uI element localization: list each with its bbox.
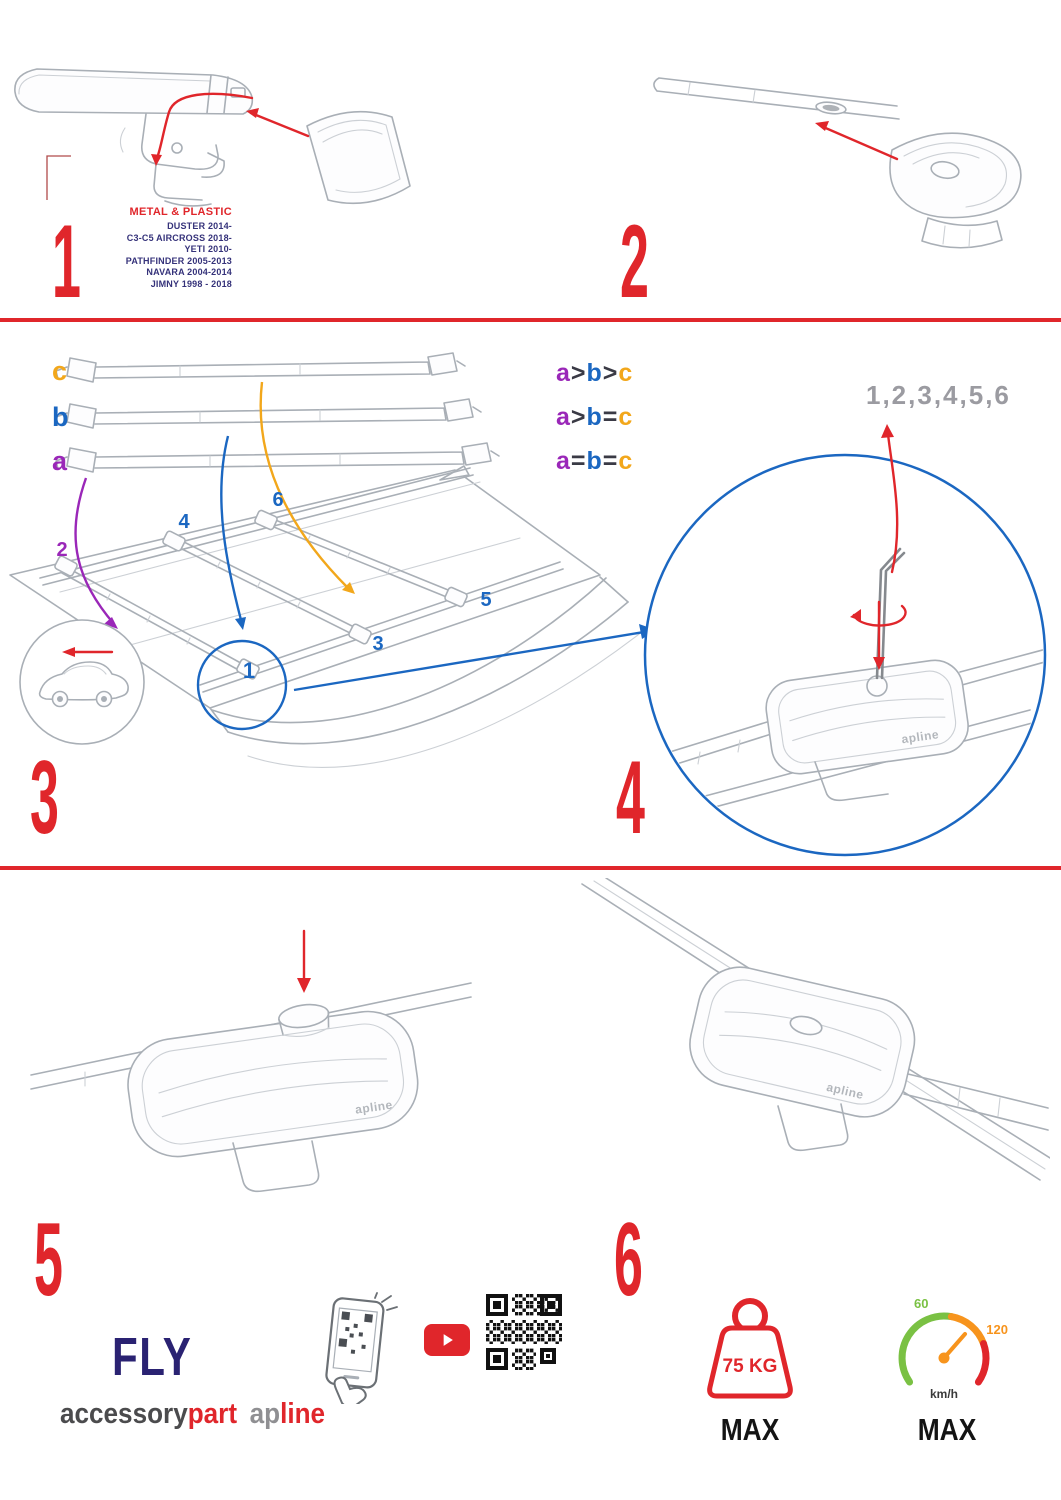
position-1-label: 1 [243, 658, 255, 683]
step1-red-arrows [151, 92, 310, 166]
vehicle-item: JIMNY 1998 - 2018 [150, 278, 232, 289]
cover-piece-sketch [306, 110, 411, 205]
position-2-label: 2 [56, 539, 67, 561]
model-name: FLY [112, 1327, 193, 1387]
clamp-sketch: apline [689, 966, 1049, 1152]
step2-red-arrow [815, 121, 899, 161]
bar-sketch [653, 77, 900, 120]
crossbar-stub [903, 1073, 1049, 1131]
bar-a-label: a [52, 446, 68, 476]
bar-c-label: c [52, 356, 68, 386]
bar-b-label: b [52, 402, 69, 432]
bar-c-sketch [55, 352, 466, 383]
weight-value: 75 KG [723, 1356, 778, 1377]
legend-letter-b: b [586, 359, 603, 387]
section-divider [0, 318, 1061, 322]
car-roof-sketch [9, 465, 653, 769]
bar-slot [822, 104, 840, 112]
step2-number: 2 [620, 204, 649, 320]
clamp-mechanism-sketch [119, 113, 225, 207]
legend-row-3: a=b=c [556, 446, 633, 476]
step3-number: 3 [30, 740, 59, 856]
car-direction-inset [19, 619, 145, 745]
legend-letter-a: a [556, 403, 571, 431]
vehicle-item: NAVARA 2004-2014 [146, 267, 232, 277]
step1-number: 1 [52, 204, 81, 320]
clamp-sketch: apline [127, 1003, 419, 1193]
position-6-label: 6 [272, 489, 283, 511]
step5-cap-figure: apline [25, 925, 475, 1220]
rail-in-detail [659, 647, 1043, 813]
weight-max-label: MAX [720, 1412, 780, 1447]
weight-limit-icon: 75 KG [694, 1290, 806, 1408]
legend-letter-c: c [618, 359, 634, 387]
youtube-icon [424, 1324, 470, 1356]
press-arrow [297, 929, 311, 993]
aero-bar-sketch [14, 68, 254, 115]
sequence-arrow [881, 424, 899, 574]
legend-operator: = [602, 403, 619, 431]
compatibility-list: METAL & PLASTIC DUSTER 2014- C3-C5 AIRCR… [80, 206, 232, 290]
legend-letter-c: c [618, 403, 634, 431]
position-5-label: 5 [480, 589, 491, 611]
clamp-in-detail: apline [765, 659, 969, 802]
step6-mounted-figure: apline [540, 878, 1050, 1213]
bar-a-sketch [55, 442, 500, 473]
speed-low-label: 60 [914, 1296, 928, 1311]
legend-operator: > [570, 359, 587, 387]
vehicle-item: YETI 2010- [184, 244, 232, 254]
vehicle-item: PATHFINDER 2005-2013 [125, 255, 232, 266]
vehicle-list-leader-line [46, 155, 71, 200]
legend-operator: > [570, 403, 587, 431]
legend-operator: > [602, 359, 619, 387]
speed-max-label: MAX [917, 1412, 977, 1447]
step3-roof-figure: 2 4 6 3 5 1 [0, 340, 665, 860]
crossbar-3 [254, 509, 468, 608]
bar-b-sketch [55, 398, 482, 429]
phone-scan-icon [316, 1292, 398, 1404]
brand-part: part [187, 1398, 238, 1430]
step5-number: 5 [34, 1202, 63, 1318]
apline-logo-small: apline [354, 1098, 393, 1117]
step4-detail-figure: apline [630, 410, 1060, 875]
qr-code [486, 1294, 562, 1370]
step6-number: 6 [614, 1202, 643, 1318]
position-1-highlight-circle [196, 639, 288, 731]
step2-bar-slot-figure [645, 58, 1055, 273]
position-3-label: 3 [372, 633, 383, 655]
position-4-label: 4 [178, 511, 190, 533]
step1-clamp-figure [5, 48, 430, 213]
legend-operator: = [570, 447, 587, 475]
legend-letter-b: b [586, 447, 603, 475]
section-divider [0, 866, 1061, 870]
speed-limit-icon: 60 120 km/h [884, 1292, 1010, 1410]
zoom-circle [643, 453, 1047, 857]
speed-unit-label: km/h [930, 1387, 958, 1401]
legend-letter-c: c [618, 447, 634, 475]
legend-row-1: a>b>c [556, 358, 633, 388]
legend-letter-a: a [556, 359, 571, 387]
material-label: METAL & PLASTIC [129, 206, 232, 218]
brand-ap: ap [249, 1398, 281, 1430]
foot-sketch [889, 132, 1022, 249]
hand-icon [333, 1376, 367, 1404]
vehicle-item: DUSTER 2014- [167, 221, 232, 231]
speed-high-label: 120 [986, 1322, 1008, 1337]
bar-length-legend: a>b>c a>b=c a=b=c [556, 358, 633, 490]
legend-row-2: a>b=c [556, 402, 633, 432]
legend-letter-a: a [556, 447, 571, 475]
step4-number: 4 [616, 740, 645, 856]
crossbar-1 [54, 555, 260, 680]
vehicle-item: C3-C5 AIRCROSS 2018- [126, 232, 232, 243]
rotation-arrow [850, 600, 907, 670]
legend-letter-b: b [586, 403, 603, 431]
brand-line: line [280, 1398, 326, 1430]
bar-position-guides [74, 381, 355, 630]
legend-operator: = [602, 447, 619, 475]
brand-accessory: accessory [60, 1398, 188, 1430]
tightening-sequence-label: 1,2,3,4,5,6 [866, 380, 1011, 410]
crossbar-2 [162, 530, 372, 645]
apline-logo-small: apline [901, 727, 940, 746]
